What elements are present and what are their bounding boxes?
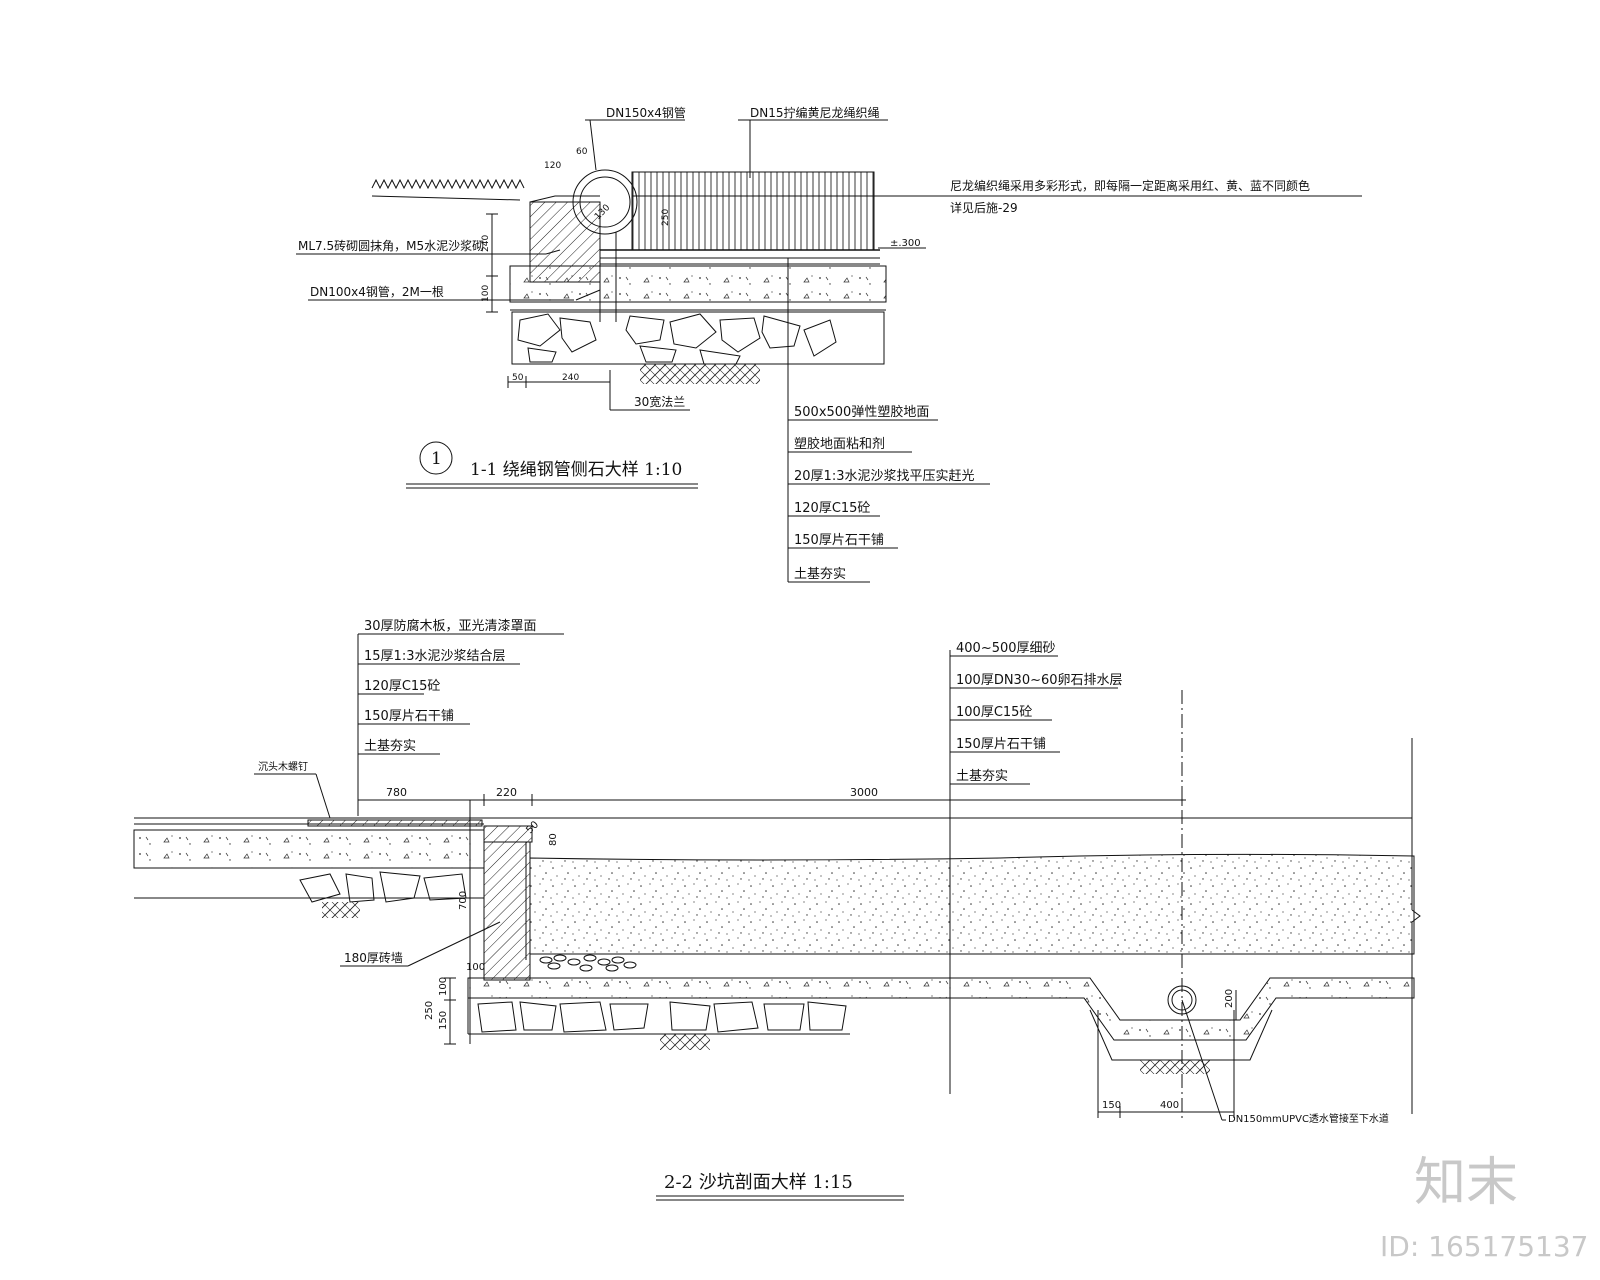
layer-label: 土基夯实 <box>364 739 416 754</box>
watermark-id: ID: 165175137 <box>1380 1230 1588 1263</box>
dim-150: 150 <box>438 1011 449 1030</box>
dim-700: 700 <box>458 891 469 910</box>
detail1-layers: 500x500弹性塑胶地面 塑胶地面粘和剂 20厚1:3水泥沙浆找平压实赶光 1… <box>794 404 974 582</box>
timber-deck <box>307 819 483 827</box>
dim-60: 60 <box>576 147 588 157</box>
detail1-title: 1-1 绕绳钢管侧石大样 1:10 <box>470 460 682 480</box>
dim-400: 400 <box>1160 1100 1179 1111</box>
grass-symbol <box>371 178 525 190</box>
layer-label: 150厚片石干铺 <box>364 709 454 724</box>
wall-label: ML7.5砖砌圆抹角，M5水泥沙浆砌 <box>298 238 484 253</box>
base-concrete <box>467 977 1415 1041</box>
layer-label: 150厚片石干铺 <box>794 533 884 548</box>
layer-label: 30厚防腐木板，亚光清漆罩面 <box>364 618 537 634</box>
layer-label: 100厚C15砼 <box>956 705 1032 720</box>
dim-780: 780 <box>386 786 407 799</box>
dim-150b: 150 <box>1102 1100 1121 1111</box>
elevation-label: ±.300 <box>890 238 921 249</box>
dim-50: 50 <box>512 373 524 383</box>
base-rubble <box>477 1001 847 1033</box>
rubble-stone-layer <box>511 311 885 365</box>
detail-1 <box>296 119 1362 583</box>
left-concrete-slab <box>133 829 485 869</box>
layer-label: 120厚C15砼 <box>794 501 870 516</box>
dim-240: 240 <box>481 235 491 252</box>
layer-label: 土基夯实 <box>794 567 846 582</box>
dim-80: 80 <box>548 833 559 846</box>
concrete-layer <box>509 265 887 303</box>
left-rubble <box>299 871 467 903</box>
pebble-layer <box>539 954 637 972</box>
layer-label: 150厚片石干铺 <box>956 737 1046 752</box>
sand-fill <box>529 853 1415 955</box>
detail2-title: 2-2 沙坑剖面大样 1:15 <box>664 1172 853 1193</box>
dim-100a: 100 <box>466 962 485 973</box>
pipe-label: DN100x4钢管，2M一根 <box>310 284 444 299</box>
flange-label: 30宽法兰 <box>634 394 685 409</box>
layer-label: 20厚1:3水泥沙浆找平压实赶光 <box>794 469 974 484</box>
dim-100: 100 <box>481 285 491 302</box>
rope-note-2: 详见后施-29 <box>950 200 1018 215</box>
watermark-logo: 知末 <box>1414 1153 1518 1213</box>
soil-hatch <box>640 364 760 384</box>
layer-label: 土基夯实 <box>956 769 1008 784</box>
layer-label: 塑胶地面粘和剂 <box>794 436 885 452</box>
brick-wall-label: 180厚砖墙 <box>344 950 403 965</box>
nylon-rope-wrap <box>631 171 875 251</box>
dim-200: 200 <box>1224 989 1235 1008</box>
detail2-right-layers: 400~500厚细砂 100厚DN30~60卵石排水层 100厚C15砼 150… <box>956 641 1123 784</box>
detail-number-circle <box>419 441 453 475</box>
steel-ring-label: DN150x4钢管 <box>606 105 686 120</box>
brick-wall <box>483 841 531 981</box>
layer-label: 15厚1:3水泥沙浆结合层 <box>364 649 505 664</box>
detail-2 <box>133 633 1421 1201</box>
layer-label: 100厚DN30~60卵石排水层 <box>956 673 1123 688</box>
dim-220: 220 <box>496 786 517 799</box>
rope-label: DN15拧编黄尼龙绳织绳 <box>750 105 880 120</box>
dim-100b: 100 <box>438 977 449 996</box>
layer-label: 120厚C15砼 <box>364 679 440 694</box>
nail-label: 沉头木螺钉 <box>258 760 308 773</box>
dim-250: 250 <box>661 209 671 226</box>
dim-3000: 3000 <box>850 786 878 799</box>
dim-250: 250 <box>424 1001 435 1020</box>
dim-120: 120 <box>544 161 561 171</box>
detail2-left-layers: 30厚防腐木板，亚光清漆罩面 15厚1:3水泥沙浆结合层 120厚C15砼 15… <box>364 618 537 754</box>
drain-label: DN150mmUPVC透水管接至下水道 <box>1228 1112 1389 1125</box>
detail-number: 1 <box>431 449 442 469</box>
dim-240b: 240 <box>562 373 579 383</box>
rope-note-1: 尼龙编织绳采用多彩形式，即每隔一定距离采用红、黄、蓝不同颜色 <box>950 178 1310 193</box>
layer-label: 400~500厚细砂 <box>956 641 1056 656</box>
layer-label: 500x500弹性塑胶地面 <box>794 404 929 420</box>
